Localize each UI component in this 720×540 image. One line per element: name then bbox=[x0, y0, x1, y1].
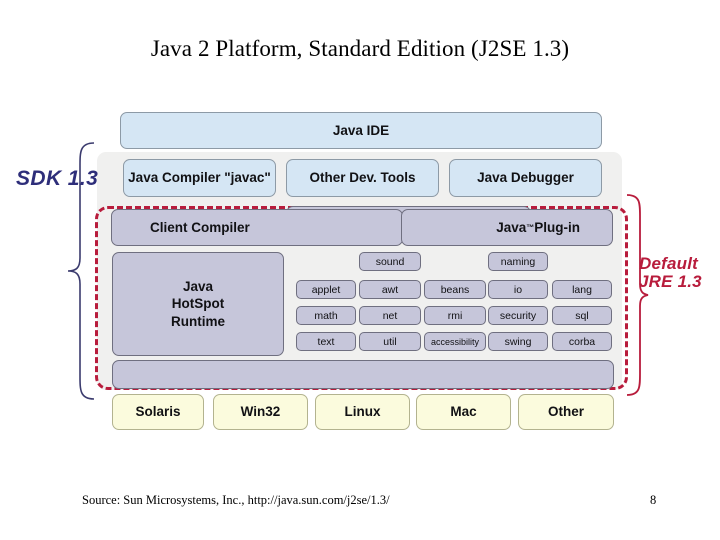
api-package-naming[interactable]: naming bbox=[488, 252, 548, 271]
source-note: Source: Sun Microsystems, Inc., http://j… bbox=[82, 493, 390, 507]
hotspot-line2: HotSpot bbox=[171, 296, 225, 312]
java-compiler-box[interactable]: Java Compiler "javac" bbox=[123, 159, 276, 197]
jre-brace bbox=[626, 194, 649, 396]
jre-label: Default JRE 1.3 bbox=[639, 254, 702, 292]
platform-other-box[interactable]: Other bbox=[518, 394, 614, 430]
platform-solaris-box[interactable]: Solaris bbox=[112, 394, 204, 430]
java-debugger-box[interactable]: Java Debugger bbox=[449, 159, 602, 197]
jre-label-line1: Default bbox=[639, 254, 699, 273]
api-package-sql[interactable]: sql bbox=[552, 306, 612, 325]
runtime-base-bar[interactable] bbox=[112, 360, 614, 389]
java-plugin-label: Java bbox=[496, 220, 527, 235]
page-title: Java 2 Platform, Standard Edition (J2SE … bbox=[150, 36, 570, 61]
api-package-beans[interactable]: beans bbox=[424, 280, 486, 299]
api-package-accessibility[interactable]: accessibility bbox=[424, 332, 486, 351]
api-package-math[interactable]: math bbox=[296, 306, 356, 325]
api-package-text[interactable]: text bbox=[296, 332, 356, 351]
java-ide-box[interactable]: Java IDE bbox=[120, 112, 602, 149]
client-compiler-box[interactable]: Client Compiler bbox=[111, 209, 403, 246]
java-hotspot-runtime-box[interactable]: Java HotSpot Runtime bbox=[112, 252, 284, 356]
api-package-sound[interactable]: sound bbox=[359, 252, 421, 271]
api-package-lang[interactable]: lang bbox=[552, 280, 612, 299]
api-package-rmi[interactable]: rmi bbox=[424, 306, 486, 325]
hotspot-line3: Runtime bbox=[171, 313, 225, 329]
api-package-util[interactable]: util bbox=[359, 332, 421, 351]
hotspot-line1: Java bbox=[182, 278, 214, 294]
sdk-brace bbox=[67, 142, 95, 400]
jre-label-line2: JRE 1.3 bbox=[639, 272, 702, 292]
other-dev-tools-box[interactable]: Other Dev. Tools bbox=[286, 159, 439, 197]
trademark-icon: ™ bbox=[526, 223, 535, 232]
api-package-awt[interactable]: awt bbox=[359, 280, 421, 299]
api-package-swing[interactable]: swing bbox=[488, 332, 548, 351]
platform-mac-box[interactable]: Mac bbox=[416, 394, 511, 430]
sdk-label: SDK 1.3 bbox=[16, 167, 99, 190]
api-package-net[interactable]: net bbox=[359, 306, 421, 325]
java-plugin-suffix: Plug-in bbox=[534, 220, 580, 235]
platform-linux-box[interactable]: Linux bbox=[315, 394, 410, 430]
api-package-io[interactable]: io bbox=[488, 280, 548, 299]
platform-win32-box[interactable]: Win32 bbox=[213, 394, 308, 430]
api-package-corba[interactable]: corba bbox=[552, 332, 612, 351]
api-package-security[interactable]: security bbox=[488, 306, 548, 325]
api-package-applet[interactable]: applet bbox=[296, 280, 356, 299]
page-number: 8 bbox=[650, 493, 657, 507]
